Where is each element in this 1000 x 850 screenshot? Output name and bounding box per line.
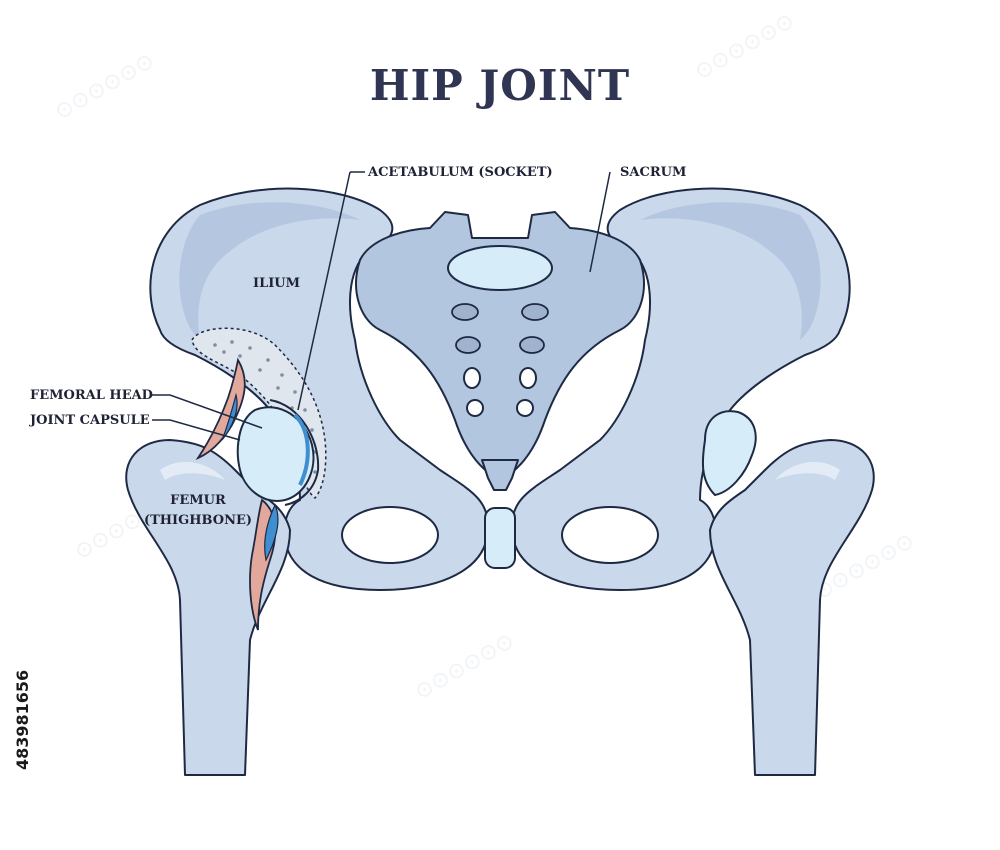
svg-text:⊙⊙⊙⊙⊙⊙: ⊙⊙⊙⊙⊙⊙ [51,48,159,125]
left-obturator-foramen [341,506,439,564]
label-sacrum: SACRUM [620,165,686,180]
sacral-base-disc [447,245,553,291]
joint-capsule-leader [152,419,241,441]
right-femur [701,410,875,776]
left-hip-bone [149,187,490,591]
pubic-symphysis [484,507,516,569]
coccyx [481,459,519,491]
sacrum [355,211,645,491]
label-ilium: ILIUM [253,276,300,291]
diagram-title: HIP JOINT [370,61,630,110]
label-thighbone: (THIGHBONE) [144,513,252,528]
left-joint-detail [191,327,327,631]
label-acetabulum: ACETABULUM (SOCKET) [367,165,553,180]
svg-text:⊙⊙⊙⊙⊙⊙: ⊙⊙⊙⊙⊙⊙ [691,8,799,85]
right-femoral-head [701,410,757,497]
femoral-head-leader [152,394,263,429]
joint-capsule [195,357,246,461]
svg-text:⊙⊙⊙⊙⊙⊙: ⊙⊙⊙⊙⊙⊙ [411,628,519,705]
label-femur: FEMUR [170,493,226,508]
sacrum-leader [589,171,611,273]
side-stock-id: 483981656 [13,670,32,770]
right-obturator-foramen [561,506,659,564]
label-femoral-head: FEMORAL HEAD [30,388,153,403]
label-joint-capsule: JOINT CAPSULE [29,413,150,428]
acetabulum-leader [297,171,351,411]
right-hip-bone [510,187,851,591]
spongy-bone-region [191,327,327,500]
